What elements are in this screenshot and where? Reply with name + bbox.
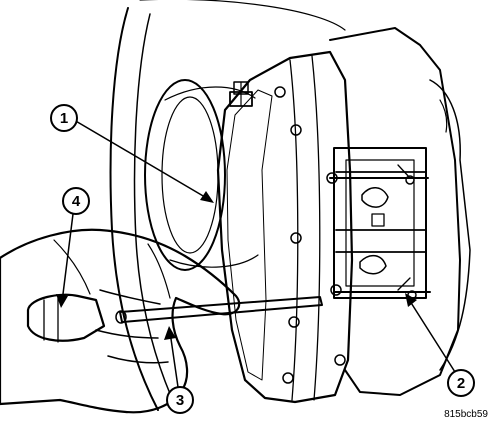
- caliper-guide-pins: [329, 175, 431, 300]
- technician-hand: [0, 228, 241, 414]
- callout-leaders: [56, 119, 456, 388]
- caliper-body: [216, 50, 354, 404]
- callout-2: 2: [447, 369, 475, 397]
- callout-1: 1: [50, 104, 78, 132]
- pin-punch-tool: [26, 293, 323, 343]
- caliper-bolt-holes: [274, 86, 346, 384]
- rotor-hub: [144, 79, 226, 271]
- callout-1-label: 1: [60, 110, 68, 127]
- caliper-outer-housing: [329, 27, 461, 396]
- callout-3: 3: [166, 386, 194, 414]
- callout-4-label: 4: [72, 193, 81, 210]
- callout-4: 4: [62, 187, 90, 215]
- caliper: [216, 27, 471, 404]
- pad-retainer-clip: [333, 147, 427, 299]
- bleeder-screw: [229, 81, 253, 107]
- callout-3-label: 3: [176, 392, 184, 409]
- callout-2-label: 2: [457, 375, 465, 392]
- figure-id: 815bcb59: [444, 409, 488, 420]
